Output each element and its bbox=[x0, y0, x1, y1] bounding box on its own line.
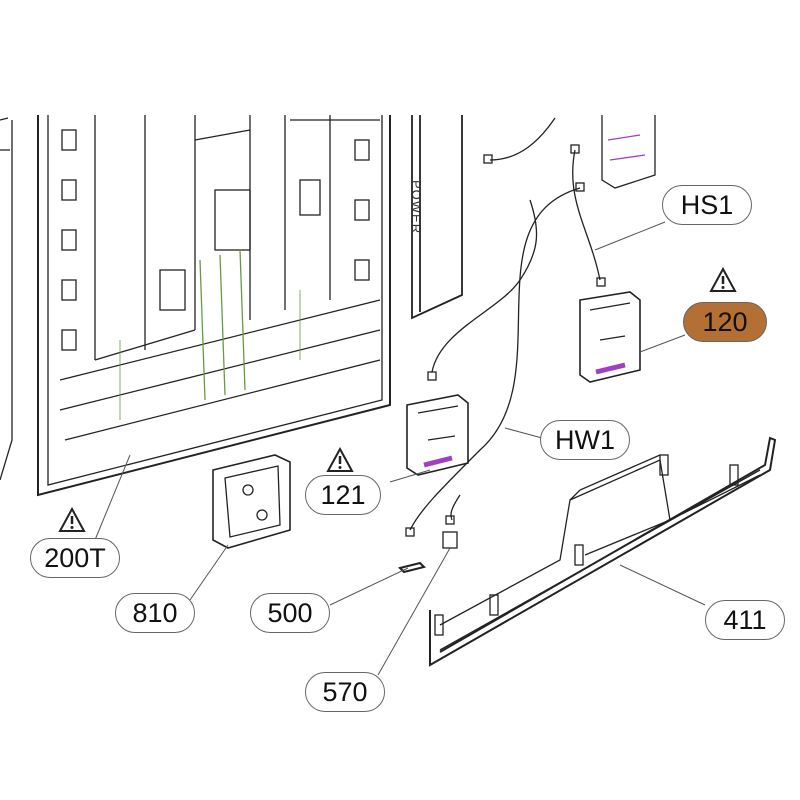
cable bbox=[489, 117, 556, 161]
callout-HW1[interactable]: HW1 bbox=[540, 420, 630, 460]
wall-bracket-810 bbox=[212, 454, 291, 549]
part-570 bbox=[442, 531, 458, 549]
power-bracket-120 bbox=[579, 291, 641, 383]
warning-icon bbox=[709, 267, 737, 292]
part-500 bbox=[398, 561, 426, 574]
callout-120[interactable]: 120 bbox=[683, 302, 767, 342]
power-board bbox=[411, 115, 463, 320]
leader-lines bbox=[94, 221, 706, 676]
cable-HS1 bbox=[572, 149, 601, 281]
cable-HW1 bbox=[409, 187, 581, 531]
callout-HS1[interactable]: HS1 bbox=[662, 185, 752, 225]
power-bracket-121 bbox=[406, 394, 469, 476]
adjacent-part-edge bbox=[0, 117, 13, 481]
warning-icon bbox=[58, 507, 86, 532]
warning-icon bbox=[326, 447, 354, 472]
callout-200T[interactable]: 200T bbox=[30, 538, 120, 578]
callout-570[interactable]: 570 bbox=[305, 672, 385, 712]
callout-810[interactable]: 810 bbox=[115, 593, 195, 633]
main-board bbox=[601, 115, 656, 189]
power-board-label: POWER bbox=[409, 180, 424, 235]
callout-121[interactable]: 121 bbox=[305, 475, 381, 515]
back-cover-200T bbox=[37, 115, 391, 497]
callout-500[interactable]: 500 bbox=[250, 593, 330, 633]
callout-411[interactable]: 411 bbox=[705, 600, 785, 640]
stand-bar-411 bbox=[429, 436, 777, 667]
